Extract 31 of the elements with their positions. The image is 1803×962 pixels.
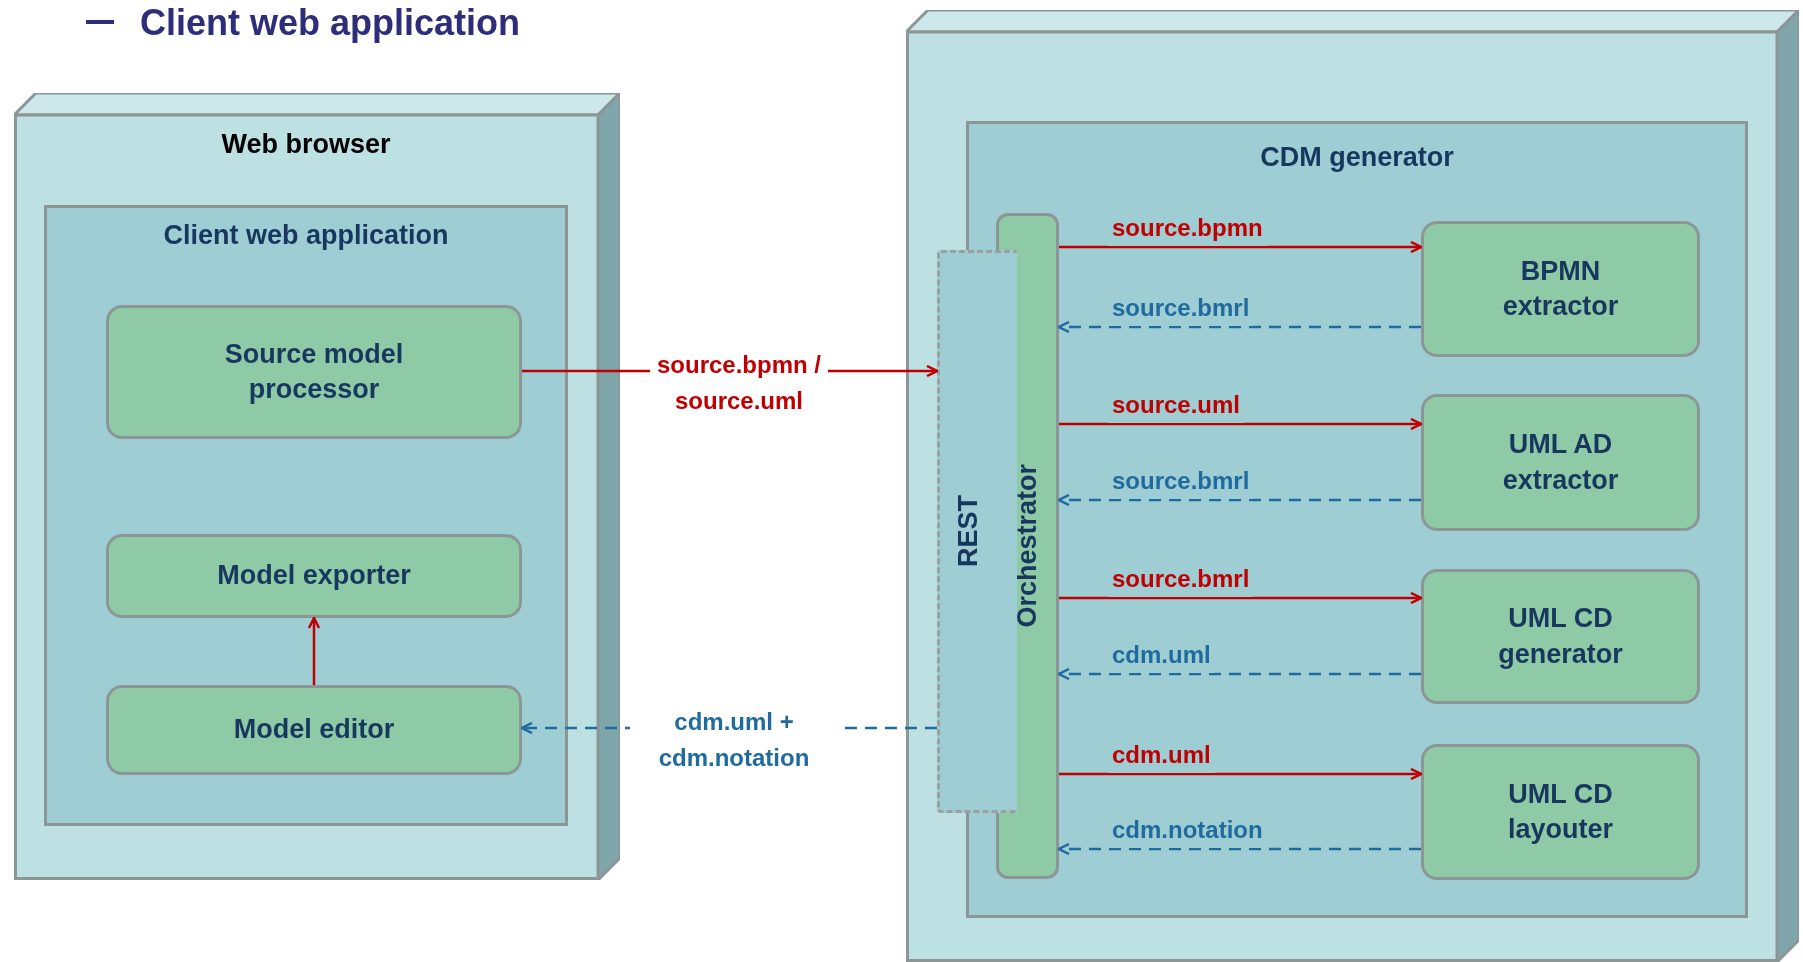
arrow [1057, 842, 1421, 856]
component-box [1421, 221, 1700, 357]
heading: Client web application [163, 220, 449, 251]
component-label: Source model processor [223, 337, 405, 406]
arrow [1057, 667, 1421, 681]
arrow [1057, 320, 1421, 334]
heading: CDM generator [1260, 142, 1454, 173]
interface-label: REST [952, 495, 984, 568]
component-label: Orchestrator [1012, 464, 1043, 628]
arrow [1059, 240, 1423, 254]
arrow [1059, 767, 1423, 781]
component-box [106, 534, 522, 618]
arrow [1059, 591, 1423, 605]
component-box [1421, 744, 1700, 880]
component-box [1421, 394, 1700, 531]
interface-box [937, 250, 1017, 813]
component-label: UML CD layouter [1506, 777, 1614, 846]
component-box [44, 205, 568, 826]
component-label: Model editor [232, 713, 396, 747]
component-label: Model exporter [216, 559, 412, 593]
component-box [106, 685, 522, 775]
component-label: UML CD generator [1497, 602, 1624, 671]
heading: Web browser [221, 129, 391, 160]
component-label: BPMN extractor [1501, 254, 1620, 323]
component-label: UML AD extractor [1501, 428, 1620, 497]
arrow [1059, 417, 1423, 431]
component-box [106, 305, 522, 439]
component-box [1421, 569, 1700, 704]
arrow [307, 616, 321, 685]
title: Client web application [140, 1, 521, 45]
arrow [1057, 493, 1421, 507]
